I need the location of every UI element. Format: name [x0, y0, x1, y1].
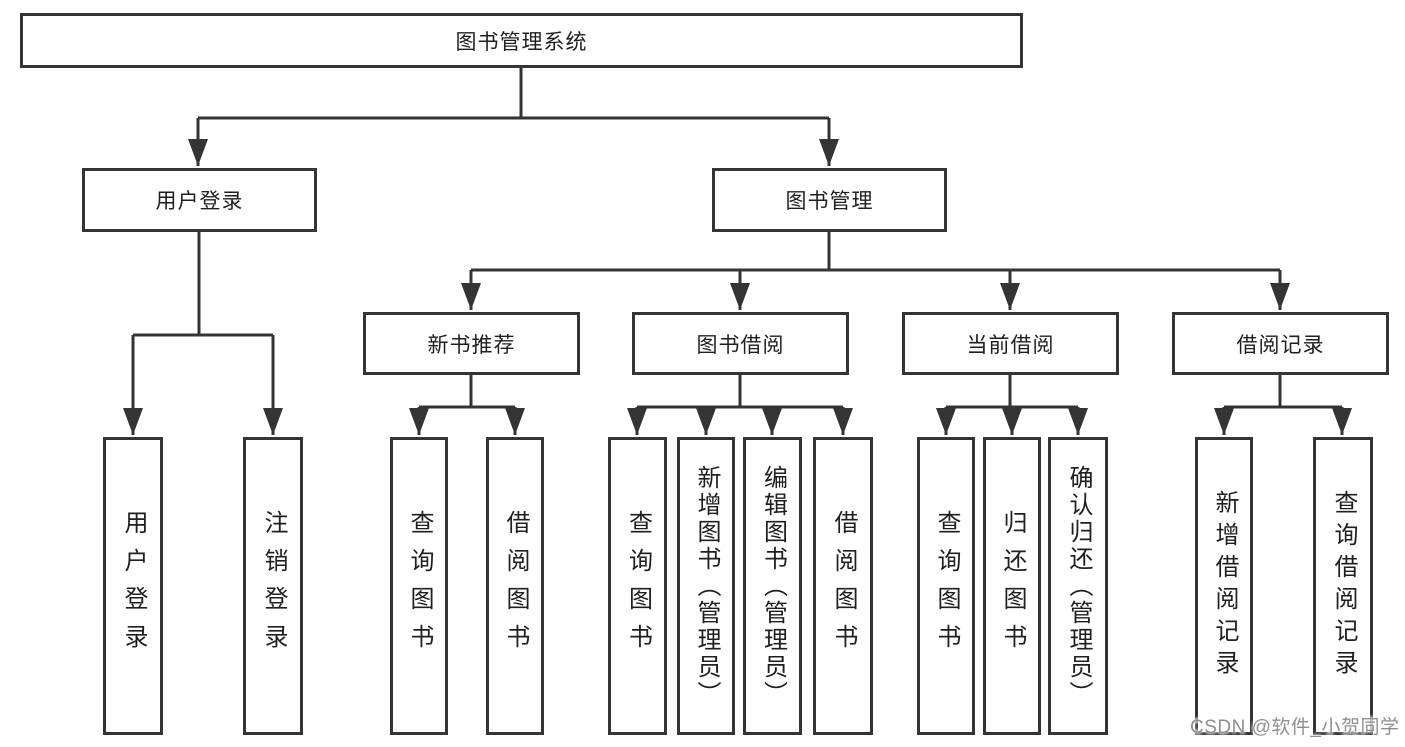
- leaf-edit-book-admin-label: 编辑图书（管理员）: [759, 464, 787, 708]
- node-borrow-records: 借阅记录: [1172, 312, 1389, 375]
- branch-borrow-records: [1224, 375, 1342, 409]
- node-user-login: 用户登录: [82, 168, 317, 232]
- leaf-query-book-current: 查询图书: [917, 437, 975, 735]
- node-book-management-label: 图书管理: [785, 190, 874, 213]
- leaf-add-book-admin: 新增图书（管理员）: [677, 437, 735, 735]
- leaf-borrow-book-recommend-label: 借阅图书: [502, 510, 529, 662]
- leaf-add-borrow-record-label: 新增借阅记录: [1211, 490, 1238, 682]
- leaf-borrow-book-label: 借阅图书: [830, 510, 857, 662]
- leaf-confirm-return-admin: 确认归还（管理员）: [1048, 437, 1108, 735]
- node-borrow-records-label: 借阅记录: [1236, 333, 1325, 357]
- node-current-borrow-label: 当前借阅: [966, 333, 1055, 357]
- leaf-add-borrow-record: 新增借阅记录: [1195, 437, 1253, 735]
- branch-book-borrow: [637, 375, 843, 409]
- leaf-add-book-admin-label: 新增图书（管理员）: [693, 464, 720, 708]
- branch-root: [198, 68, 829, 120]
- leaf-query-book-current-label: 查询图书: [933, 510, 960, 662]
- branch-book-management: [471, 232, 1280, 272]
- leaf-query-book-borrow: 查询图书: [608, 437, 667, 735]
- branch-user-login: [133, 232, 273, 337]
- leaf-query-book-recommend: 查询图书: [390, 437, 448, 735]
- leaf-edit-book-admin: 编辑图书（管理员）: [743, 437, 802, 735]
- leaf-borrow-book-recommend: 借阅图书: [486, 437, 544, 735]
- node-book-management: 图书管理: [712, 168, 947, 232]
- leaf-user-login: 用户登录: [103, 437, 163, 735]
- leaf-query-book-borrow-label: 查询图书: [624, 510, 652, 662]
- leaf-logout-login: 注销登录: [243, 437, 303, 735]
- branch-current-borrow: [946, 375, 1078, 409]
- leaf-query-borrow-record: 查询借阅记录: [1313, 437, 1373, 735]
- leaf-confirm-return-admin-label: 确认归还（管理员）: [1065, 464, 1092, 708]
- node-new-book-recommendation: 新书推荐: [363, 312, 580, 375]
- branch-new-book-recommendation: [419, 375, 515, 409]
- csdn-watermark: CSDN @软件_小贺同学: [1190, 717, 1400, 738]
- node-book-borrow: 图书借阅: [632, 312, 849, 375]
- leaf-return-book-label: 归还图书: [999, 510, 1026, 662]
- node-root: 图书管理系统: [20, 13, 1023, 68]
- leaf-query-book-recommend-label: 查询图书: [406, 510, 433, 662]
- node-new-book-recommendation-label: 新书推荐: [427, 333, 516, 357]
- leaf-user-login-label: 用户登录: [120, 510, 147, 662]
- node-user-login-label: 用户登录: [155, 190, 244, 213]
- node-current-borrow: 当前借阅: [902, 312, 1119, 375]
- leaf-return-book: 归还图书: [983, 437, 1041, 735]
- leaf-query-borrow-record-label: 查询借阅记录: [1330, 490, 1357, 682]
- leaf-borrow-book: 借阅图书: [813, 437, 873, 735]
- node-root-label: 图书管理系统: [455, 30, 588, 54]
- node-book-borrow-label: 图书借阅: [696, 333, 785, 357]
- leaf-logout-login-label: 注销登录: [260, 510, 287, 662]
